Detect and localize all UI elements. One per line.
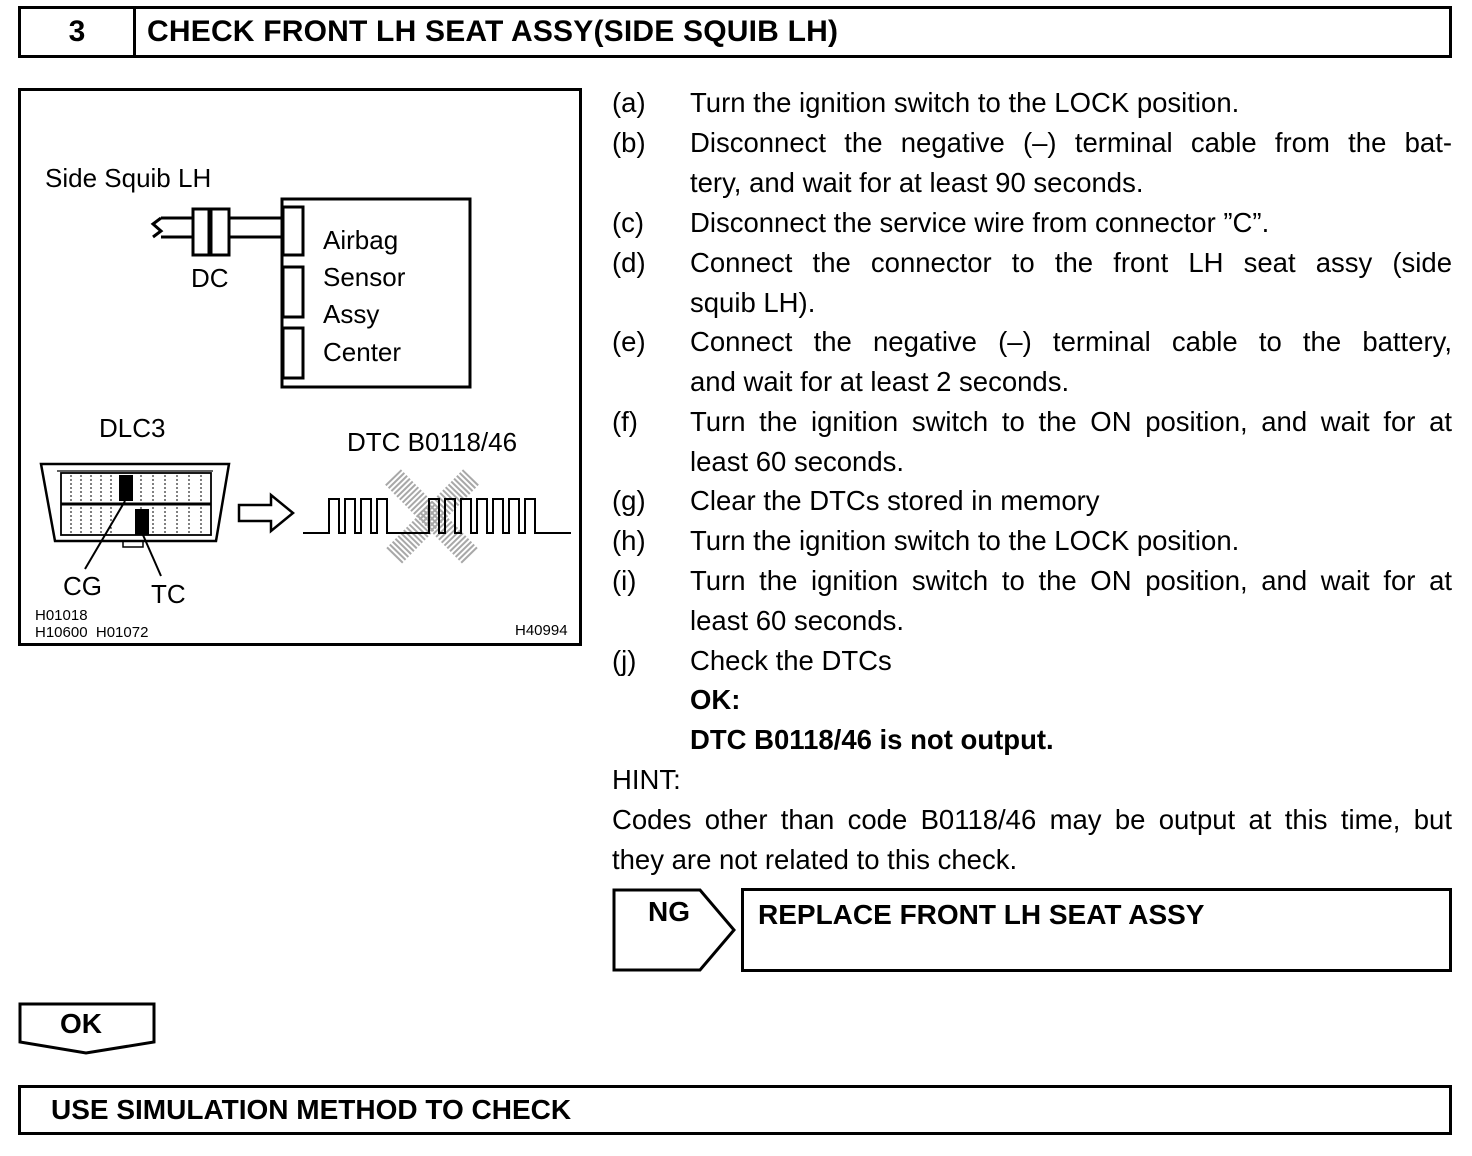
step-letter: (d) <box>612 247 646 278</box>
step-f: (f) Turn the ignition switch to the ON p… <box>612 402 1452 482</box>
step-title: CHECK FRONT LH SEAT ASSY(SIDE SQUIB LH) <box>147 15 839 48</box>
step-header: 3 CHECK FRONT LH SEAT ASSY(SIDE SQUIB LH… <box>18 6 1452 58</box>
step-letter: (j) <box>612 645 637 676</box>
figure-code: H40994 <box>515 622 568 639</box>
step-letter: (e) <box>612 326 646 357</box>
step-text: Check the DTCs <box>690 645 892 676</box>
sensor-label-sensor: Sensor <box>323 262 406 292</box>
step-letter: (f) <box>612 406 638 437</box>
next-step-box: USE SIMULATION METHOD TO CHECK <box>18 1085 1452 1135</box>
hint-label: HINT: <box>612 764 681 795</box>
ok-label: OK: <box>690 684 741 715</box>
hint-line-1: Codes other than code B0118/46 may be ou… <box>612 804 1452 835</box>
side-squib-connector <box>150 207 285 257</box>
cross-out-icon <box>385 469 479 565</box>
step-text-cont: least 60 seconds. <box>690 446 905 477</box>
step-b: (b) Disconnect the negative (–) terminal… <box>612 123 1452 203</box>
sensor-label-airbag: Airbag <box>323 225 399 255</box>
ng-action-box: REPLACE FRONT LH SEAT ASSY <box>741 888 1452 972</box>
step-number: 3 <box>21 9 136 55</box>
ok-arrow-shape <box>18 1002 156 1055</box>
sensor-label-assy: Assy <box>323 299 380 329</box>
dc-label: DC <box>191 263 229 293</box>
dtc-waveform <box>303 498 571 534</box>
step-letter: (i) <box>612 565 637 596</box>
hint-line-2: they are not related to this check. <box>612 844 1018 875</box>
step-text: Clear the DTCs stored in memory <box>690 485 1100 516</box>
ng-label: NG <box>648 896 690 927</box>
ref-code-2: H10600 H01072 <box>35 624 149 641</box>
step-letter: (a) <box>612 87 646 118</box>
step-d: (d) Connect the connector to the front L… <box>612 243 1452 323</box>
dlc3-label: DLC3 <box>99 413 166 443</box>
ok-arrow-label: OK <box>60 1008 102 1039</box>
dtc-label: DTC B0118/46 <box>347 427 518 457</box>
step-letter: (g) <box>612 485 646 516</box>
step-i: (i) Turn the ignition switch to the ON p… <box>612 561 1452 641</box>
step-letter: (c) <box>612 207 645 238</box>
next-step-text: USE SIMULATION METHOD TO CHECK <box>51 1094 572 1125</box>
sensor-label-center: Center <box>323 337 402 367</box>
step-e: (e) Connect the negative (–) terminal ca… <box>612 322 1452 402</box>
dlc3-connector <box>39 462 231 577</box>
cg-terminal-label: CG <box>63 571 102 601</box>
ng-action-text: REPLACE FRONT LH SEAT ASSY <box>758 899 1205 930</box>
step-text-cont: squib LH). <box>690 287 816 318</box>
step-letter: (h) <box>612 525 646 556</box>
hollow-arrow-icon <box>237 492 295 534</box>
step-text-cont: least 60 seconds. <box>690 605 905 636</box>
step-text-cont: tery, and wait for at least 90 seconds. <box>690 167 1144 198</box>
step-text: Turn the ignition switch to the ON posit… <box>690 565 1452 596</box>
diagram-graphics <box>39 197 571 577</box>
step-text: Disconnect the service wire from connect… <box>690 207 1270 238</box>
side-squib-label: Side Squib LH <box>45 163 212 193</box>
step-text: Turn the ignition switch to the LOCK pos… <box>690 87 1240 118</box>
step-text: Connect the connector to the front LH se… <box>690 247 1452 278</box>
tc-terminal-label: TC <box>151 579 186 609</box>
airbag-sensor-box <box>280 197 472 389</box>
ng-arrow-shape <box>612 888 736 972</box>
step-text-cont: and wait for at least 2 seconds. <box>690 366 1070 397</box>
ok-condition-text: DTC B0118/46 is not output. <box>690 724 1054 755</box>
step-text: Disconnect the negative (–) terminal cab… <box>690 127 1452 158</box>
ref-code-1: H01018 <box>35 607 88 624</box>
step-text: Turn the ignition switch to the LOCK pos… <box>690 525 1240 556</box>
step-letter: (b) <box>612 127 646 158</box>
wiring-diagram: Side Squib LH DC Airbag Sensor Assy Cent… <box>18 88 582 646</box>
step-text: Connect the negative (–) terminal cable … <box>690 326 1452 357</box>
step-text: Turn the ignition switch to the ON posit… <box>690 406 1452 437</box>
